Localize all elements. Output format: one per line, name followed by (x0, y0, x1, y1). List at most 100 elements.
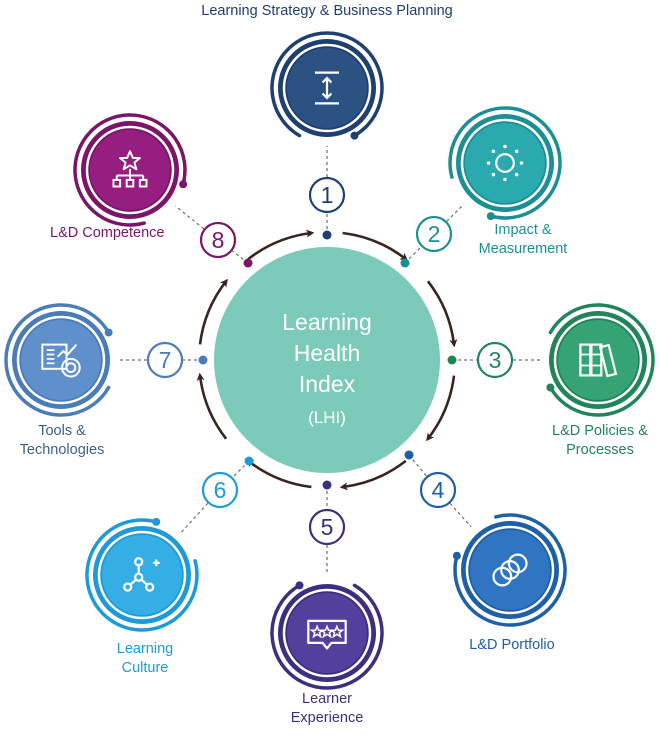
ring-dot (447, 355, 457, 365)
cycle-arrow (339, 459, 407, 491)
ring-dot (400, 258, 410, 268)
lhi-node-1: 1 (270, 31, 384, 240)
node-label-line: Technologies (19, 442, 105, 458)
node-label-line: Learner (302, 691, 352, 707)
arc-end-dot (295, 581, 304, 590)
center-line-1: Learning (282, 309, 372, 335)
cycle-arrow (426, 280, 458, 348)
arc-end-dot (350, 131, 359, 140)
lhi-node-2: 2 (400, 106, 562, 268)
ring-dot (404, 450, 414, 460)
number-badge (415, 215, 453, 253)
number-badge-text: 5 (321, 514, 334, 540)
icon-ring-arc (448, 106, 562, 220)
ring-dot (322, 480, 332, 490)
icon-ring-arc (453, 513, 567, 627)
arc-end-dot (486, 212, 495, 221)
lhi-node-4: 4 (404, 450, 567, 627)
node-label-line: L&D Portfolio (469, 637, 555, 653)
node-label-line: Measurement (478, 241, 568, 257)
number-badge (308, 508, 346, 546)
number-badge (146, 341, 184, 379)
lhi-node-8: 8 (73, 113, 253, 268)
arc-end-dot (546, 383, 555, 392)
number-badge (201, 471, 239, 509)
icon-disc-ring (85, 125, 175, 215)
node-label-4: L&D Portfolio (437, 636, 587, 655)
cycle-arrow (198, 278, 228, 345)
ring-dot (198, 355, 208, 365)
node-label-8: L&D Competence (50, 224, 200, 243)
node-label-line: Tools & (38, 423, 86, 439)
arc-end-dot (452, 551, 461, 560)
icon-disc-ring (460, 118, 550, 208)
number-badge-text: 7 (159, 347, 172, 373)
node-label-line: Learning (116, 641, 174, 657)
arc-end-dot (104, 328, 113, 337)
number-badge (308, 176, 346, 214)
ring-dot (244, 456, 254, 466)
icon-ring-arc (270, 583, 384, 690)
center-line-2: Health (294, 340, 360, 366)
number-badge-text: 1 (321, 182, 334, 208)
number-badge-text: 4 (432, 477, 445, 503)
lhi-node-3: 3 (447, 303, 655, 417)
cycle-arrow (245, 459, 312, 489)
cycle-arrow (342, 231, 409, 261)
icon-ring-arc (270, 31, 384, 138)
number-badge (419, 471, 457, 509)
number-badge-text: 3 (489, 347, 502, 373)
arc-end-dot (179, 180, 188, 189)
connector-line (404, 246, 422, 264)
node-label-line: Processes (566, 442, 634, 458)
ring-dot (243, 258, 253, 268)
lhi-node-6: 6 (85, 456, 254, 632)
icon-disc-ring (97, 530, 187, 620)
icon-disc-ring (16, 315, 106, 405)
node-label-line: Culture (121, 660, 169, 676)
icon-disc-ring (282, 43, 372, 133)
node-label-line: Experience (290, 710, 364, 726)
ring-dot (322, 230, 332, 240)
icon-ring-arc (85, 518, 199, 632)
lhi-node-7: 7 (4, 303, 208, 417)
node-label-1: Learning Strategy & Business Planning (167, 2, 487, 21)
icon-ring-arc (548, 303, 655, 417)
icon-ring-arc (4, 303, 111, 417)
center-line-4: (LHI) (308, 408, 346, 427)
number-badge (476, 341, 514, 379)
lhi-node-5: 5 (270, 480, 384, 690)
node-label-line: Learning Strategy & Business Planning (201, 3, 453, 19)
cycle-arrow (196, 372, 228, 440)
connector-line (180, 502, 209, 533)
number-badge-text: 2 (428, 221, 441, 247)
node-label-line: L&D Policies & (552, 423, 648, 439)
connector-line (446, 203, 465, 222)
icon-disc-inner (465, 123, 545, 203)
node-label-2: Impact & Measurement (448, 221, 598, 259)
icon-disc-ring (553, 315, 643, 405)
node-label-line: L&D Competence (50, 225, 165, 241)
icon-disc-ring (282, 588, 372, 678)
cycle-arrow (426, 375, 456, 442)
number-badge (199, 221, 237, 259)
connector-line (408, 454, 427, 477)
connector-line (449, 502, 472, 528)
icon-disc-ring (465, 525, 555, 615)
connector-line (175, 205, 205, 230)
node-group: 1 2 3 4 5 6 7 8 (4, 31, 655, 690)
center-line-3: Index (299, 371, 356, 397)
icon-ring-arc (73, 113, 187, 227)
node-label-7: Tools & Technologies (0, 422, 137, 460)
lhi-center-circle: Learning Health Index (LHI) (214, 247, 440, 473)
icon-disc-inner (21, 320, 101, 400)
arc-end-dot (152, 517, 161, 526)
number-badge-text: 6 (214, 477, 227, 503)
icon-disc-inner (287, 593, 367, 673)
node-label-line: Impact & (494, 222, 552, 238)
icon-disc-inner (470, 530, 550, 610)
connector-line (232, 460, 250, 478)
